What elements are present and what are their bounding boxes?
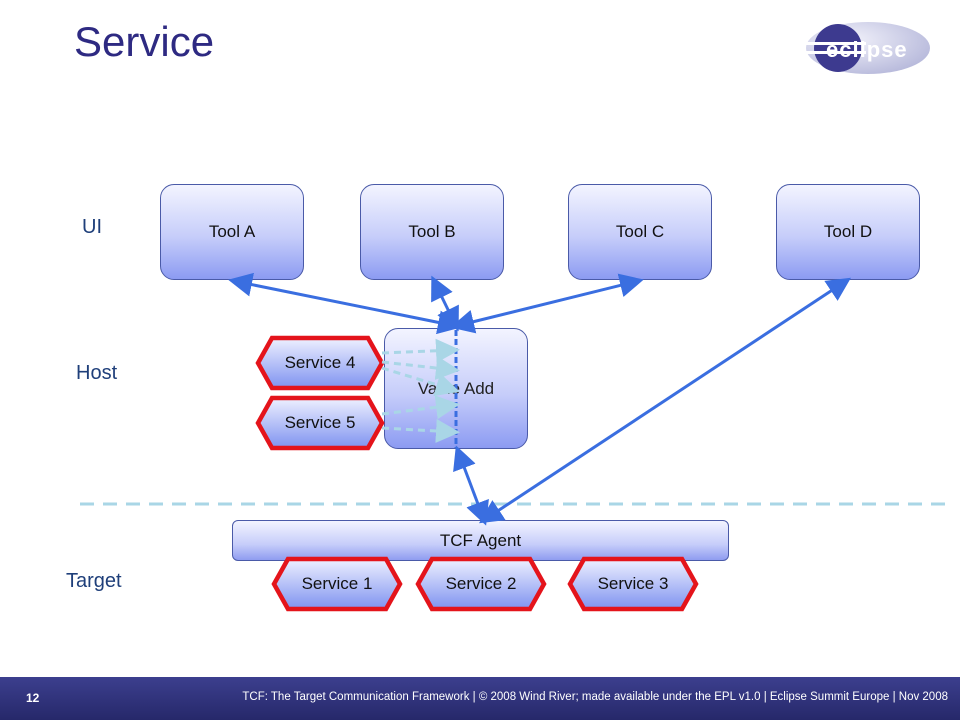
- service-3-label: Service 3: [597, 574, 669, 593]
- service-4-hexagon: [255, 335, 385, 391]
- eclipse-logo: eclipse: [806, 22, 930, 74]
- service4-link-b: [381, 366, 460, 397]
- service4-link-a: [381, 338, 460, 363]
- tcf-agent-bar: TCF Agent: [232, 520, 729, 561]
- service-2-label: Service 2: [445, 574, 517, 593]
- service-4-label: Service 4: [284, 353, 356, 372]
- service5-link-b: [381, 419, 460, 443]
- arrow-agent-tool-d: [478, 277, 852, 524]
- page-number: 12: [26, 691, 40, 705]
- tool-c-box: Tool C: [568, 184, 712, 280]
- arrow-valueadd-tool-c: [450, 273, 644, 334]
- tool-a-box: Tool A: [160, 184, 304, 280]
- layer-label-target: Target: [66, 570, 122, 592]
- footer-bar: 12 TCF: The Target Communication Framewo…: [0, 677, 960, 720]
- tool-b-box: Tool B: [360, 184, 504, 280]
- arrow-agent-valueadd: [453, 445, 489, 526]
- service-3-hexagon: [567, 556, 699, 612]
- service-1-label: Service 1: [301, 574, 373, 593]
- service-5-label: Service 5: [284, 413, 356, 432]
- svg-text:eclipse: eclipse: [826, 37, 908, 62]
- footer-text: TCF: The Target Communication Framework …: [242, 691, 948, 703]
- tool-d-box: Tool D: [776, 184, 920, 280]
- service-1-hexagon: [271, 556, 403, 612]
- service4-link-c: [381, 356, 460, 380]
- arrow-valueadd-tool-a: [228, 272, 462, 335]
- layer-label-host: Host: [76, 362, 118, 384]
- layer-label-ui: UI: [82, 216, 102, 238]
- service5-link-a: [381, 395, 460, 420]
- arrow-valueadd-tool-b: [431, 275, 459, 332]
- service-2-hexagon: [415, 556, 547, 612]
- slide-title: Service: [74, 18, 215, 65]
- service-5-hexagon: [255, 395, 385, 451]
